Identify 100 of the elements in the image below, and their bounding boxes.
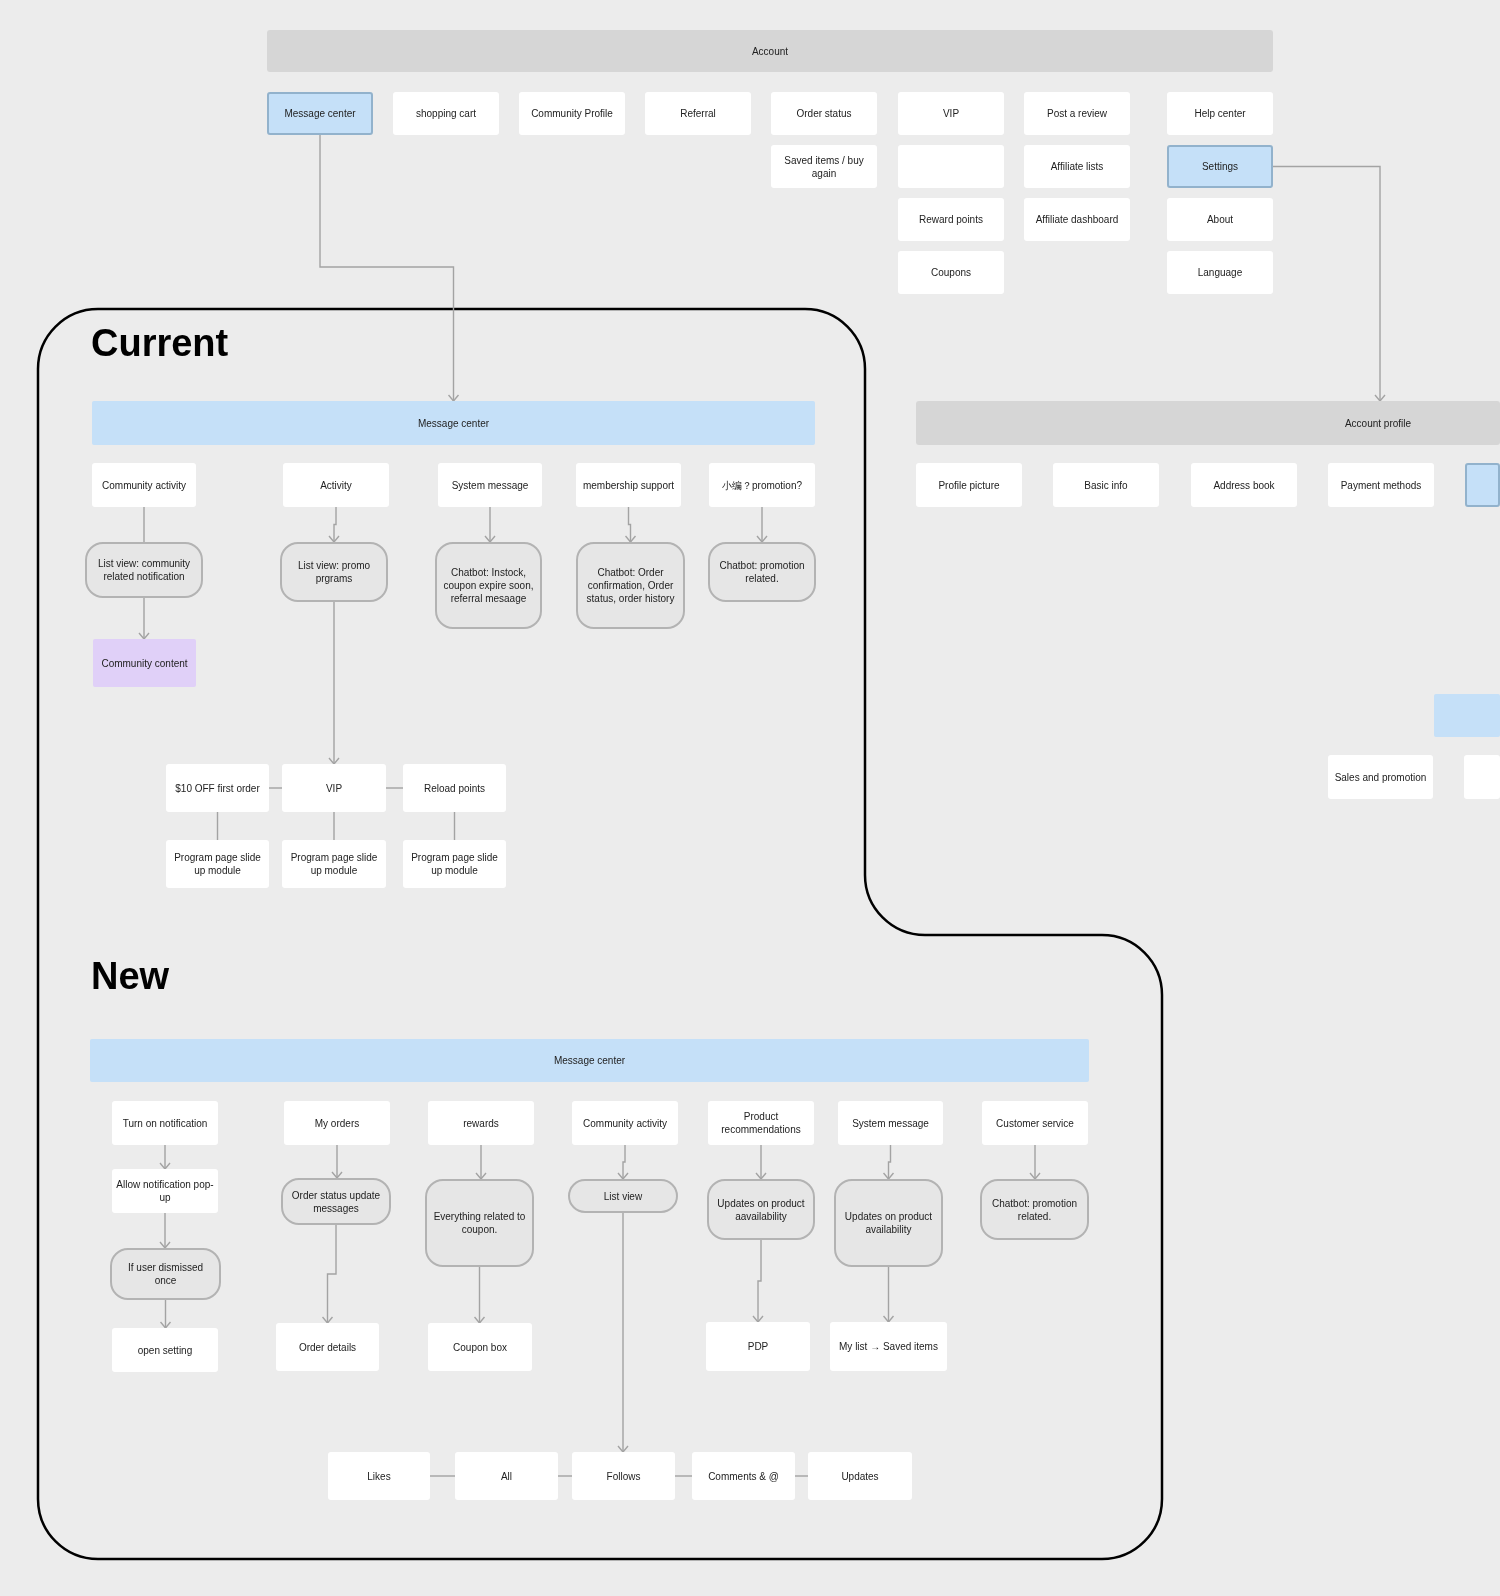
arrow (1029, 1144, 1041, 1180)
menu-box: Community Profile (519, 92, 625, 135)
arrow (624, 506, 637, 543)
menu-box: Payment methods (1328, 463, 1434, 507)
arrow (321, 1224, 337, 1324)
connector-line (268, 787, 283, 789)
section-band: Message center (90, 1039, 1089, 1082)
connector-line (333, 811, 335, 841)
menu-box: open setting (112, 1328, 218, 1372)
arrow (475, 1144, 487, 1180)
menu-box: Order status (771, 92, 877, 135)
arrow (328, 506, 340, 543)
arrow (319, 134, 460, 402)
rounded-box: Updates on product aavailability (707, 1179, 815, 1240)
menu-box: Comments & @ (692, 1452, 795, 1500)
menu-box: Post a review (1024, 92, 1130, 135)
menu-box: Product recommendations (708, 1101, 814, 1145)
selected-box (1465, 463, 1500, 507)
rounded-box: List view: community related notification (85, 542, 203, 598)
menu-box: Order details (276, 1323, 379, 1371)
rounded-box: If user dismissed once (110, 1248, 221, 1300)
section-band: Account (267, 30, 1273, 72)
connector-line (385, 787, 404, 789)
rounded-box: Everything related to coupon. (425, 1179, 534, 1267)
menu-box: My list → Saved items (830, 1322, 947, 1371)
menu-box: System message (838, 1101, 943, 1145)
menu-box: Program page slide up module (282, 840, 386, 888)
menu-box: Activity (283, 463, 389, 507)
arrow (752, 1239, 764, 1323)
menu-box: Referral (645, 92, 751, 135)
menu-box: Likes (328, 1452, 430, 1500)
connector-line (557, 1475, 573, 1477)
menu-box: Community activity (572, 1101, 678, 1145)
rounded-box: Chatbot: Instock, coupon expire soon, referral mesaage (435, 542, 542, 629)
connector-line (143, 506, 145, 543)
menu-box: Affiliate dashboard (1024, 198, 1130, 241)
connector-line (794, 1475, 809, 1477)
menu-box: shopping cart (393, 92, 499, 135)
rounded-box: Chatbot: Order confirmation, Order status, order history (576, 542, 685, 629)
menu-box: Updates (808, 1452, 912, 1500)
arrow (159, 1212, 171, 1249)
menu-box: About (1167, 198, 1273, 241)
selected-box: Settings (1167, 145, 1273, 188)
menu-box: Help center (1167, 92, 1273, 135)
rounded-box: List view (568, 1179, 678, 1213)
menu-box: Turn on notification (112, 1101, 218, 1145)
menu-box: VIP (898, 92, 1004, 135)
content-box: Community content (93, 639, 196, 687)
menu-box: My orders (284, 1101, 390, 1145)
menu-box: Community activity (92, 463, 196, 507)
menu-box: $10 OFF first order (166, 764, 269, 812)
menu-box: Allow notification pop-up (112, 1169, 218, 1213)
rounded-box: Order status update messages (281, 1178, 391, 1225)
rounded-box: List view: promo prgrams (280, 542, 388, 602)
arrow (882, 1144, 895, 1180)
menu-box: Basic info (1053, 463, 1159, 507)
menu-box: Profile picture (916, 463, 1022, 507)
arrow (484, 506, 496, 543)
menu-box: System message (438, 463, 542, 507)
rounded-box: Chatbot: promotion related. (980, 1179, 1089, 1240)
section-heading: Current (91, 322, 229, 365)
connector-line (674, 1475, 693, 1477)
menu-box: Reward points (898, 198, 1004, 241)
arrow (756, 506, 768, 543)
menu-box: 小编？promotion? (709, 463, 815, 507)
menu-box: All (455, 1452, 558, 1500)
arrow (138, 597, 150, 640)
menu-box: Customer service (982, 1101, 1088, 1145)
menu-box: Address book (1191, 463, 1297, 507)
menu-box: VIP (282, 764, 386, 812)
arrow (328, 601, 340, 765)
menu-box: Affiliate lists (1024, 145, 1130, 188)
connector-line (216, 811, 219, 841)
arrow (159, 1299, 172, 1329)
arrow (1272, 165, 1386, 402)
menu-box: Coupon box (428, 1323, 532, 1371)
menu-box: Language (1167, 251, 1273, 294)
arrow (617, 1212, 629, 1453)
menu-box: rewards (428, 1101, 534, 1145)
menu-box: Coupons (898, 251, 1004, 294)
menu-box: Sales and promotion (1328, 755, 1433, 799)
menu-box: PDP (706, 1322, 810, 1371)
arrow (331, 1144, 343, 1179)
rounded-box: Chatbot: promotion related. (708, 542, 816, 602)
section-band: Account profile (916, 401, 1500, 445)
arrow (473, 1266, 486, 1324)
arrow (617, 1144, 629, 1180)
section-band (1434, 694, 1500, 737)
section-heading: New (91, 955, 170, 998)
selected-box: Message center (267, 92, 373, 135)
connector-line (453, 811, 456, 841)
arrow (159, 1144, 171, 1170)
connector-line (429, 1475, 456, 1477)
arrow (882, 1266, 895, 1323)
menu-box: Follows (572, 1452, 675, 1500)
menu-box: Saved items / buy again (771, 145, 877, 188)
menu-box: Reload points (403, 764, 506, 812)
arrow (755, 1144, 767, 1180)
rounded-box: Updates on product availability (834, 1179, 943, 1267)
menu-box: membership support (576, 463, 681, 507)
